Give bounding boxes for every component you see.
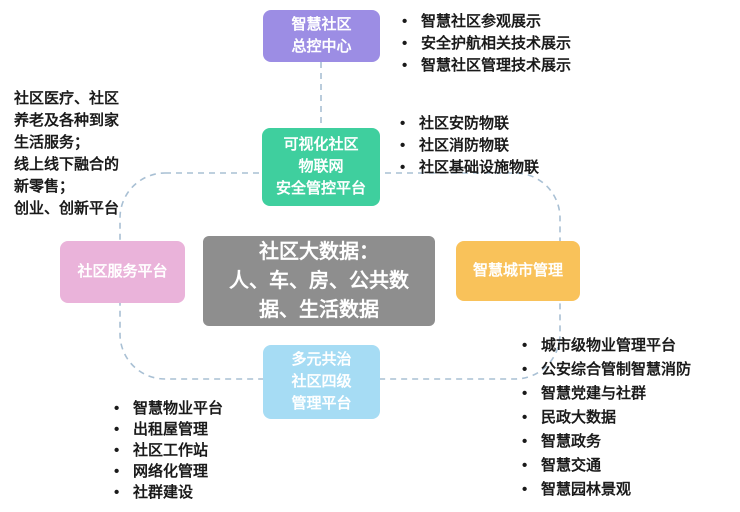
bullet-list-bottom-right: 城市级物业管理平台 公安综合管制智慧消防 智慧党建与社群 民政大数据 智慧政务 … <box>520 334 691 502</box>
list-item: 民政大数据 <box>520 406 691 430</box>
bullet-list-mid-right: 社区安防物联 社区消防物联 社区基础设施物联 <box>398 113 539 179</box>
list-item: 社区工作站 <box>112 440 223 461</box>
node-community-big-data: 社区大数据： 人、车、房、公共数 据、生活数据 <box>203 236 435 326</box>
node-control-center: 智慧社区 总控中心 <box>263 10 380 62</box>
list-item: 智慧社区管理技术展示 <box>400 55 571 77</box>
list-item: 智慧园林景观 <box>520 478 691 502</box>
list-item: 智慧物业平台 <box>112 398 223 419</box>
list-item: 出租屋管理 <box>112 419 223 440</box>
left-note-text: 社区医疗、社区 养老及各种到家 生活服务； 线上线下融合的 新零售； 创业、创新… <box>14 90 120 217</box>
node-iot-security-platform: 可视化社区 物联网 安全管控平台 <box>262 128 380 206</box>
list-item: 智慧政务 <box>520 430 691 454</box>
list-item: 社区安防物联 <box>398 113 539 135</box>
list-item: 网络化管理 <box>112 461 223 482</box>
bullet-list-bottom-left: 智慧物业平台 出租屋管理 社区工作站 网络化管理 社群建设 <box>112 398 223 503</box>
node-governance-platform: 多元共治 社区四级 管理平台 <box>263 345 380 419</box>
list-item: 城市级物业管理平台 <box>520 334 691 358</box>
list-item: 智慧交通 <box>520 454 691 478</box>
bullet-list-top-right: 智慧社区参观展示 安全护航相关技术展示 智慧社区管理技术展示 <box>400 11 571 77</box>
node-smart-city-management: 智慧城市管理 <box>456 241 580 301</box>
list-item: 智慧党建与社群 <box>520 382 691 406</box>
list-item: 智慧社区参观展示 <box>400 11 571 33</box>
list-item: 社区消防物联 <box>398 135 539 157</box>
node-community-service-platform: 社区服务平台 <box>60 241 185 303</box>
list-item: 社群建设 <box>112 482 223 503</box>
list-item: 社区基础设施物联 <box>398 157 539 179</box>
list-item: 安全护航相关技术展示 <box>400 33 571 55</box>
list-item: 公安综合管制智慧消防 <box>520 358 691 382</box>
